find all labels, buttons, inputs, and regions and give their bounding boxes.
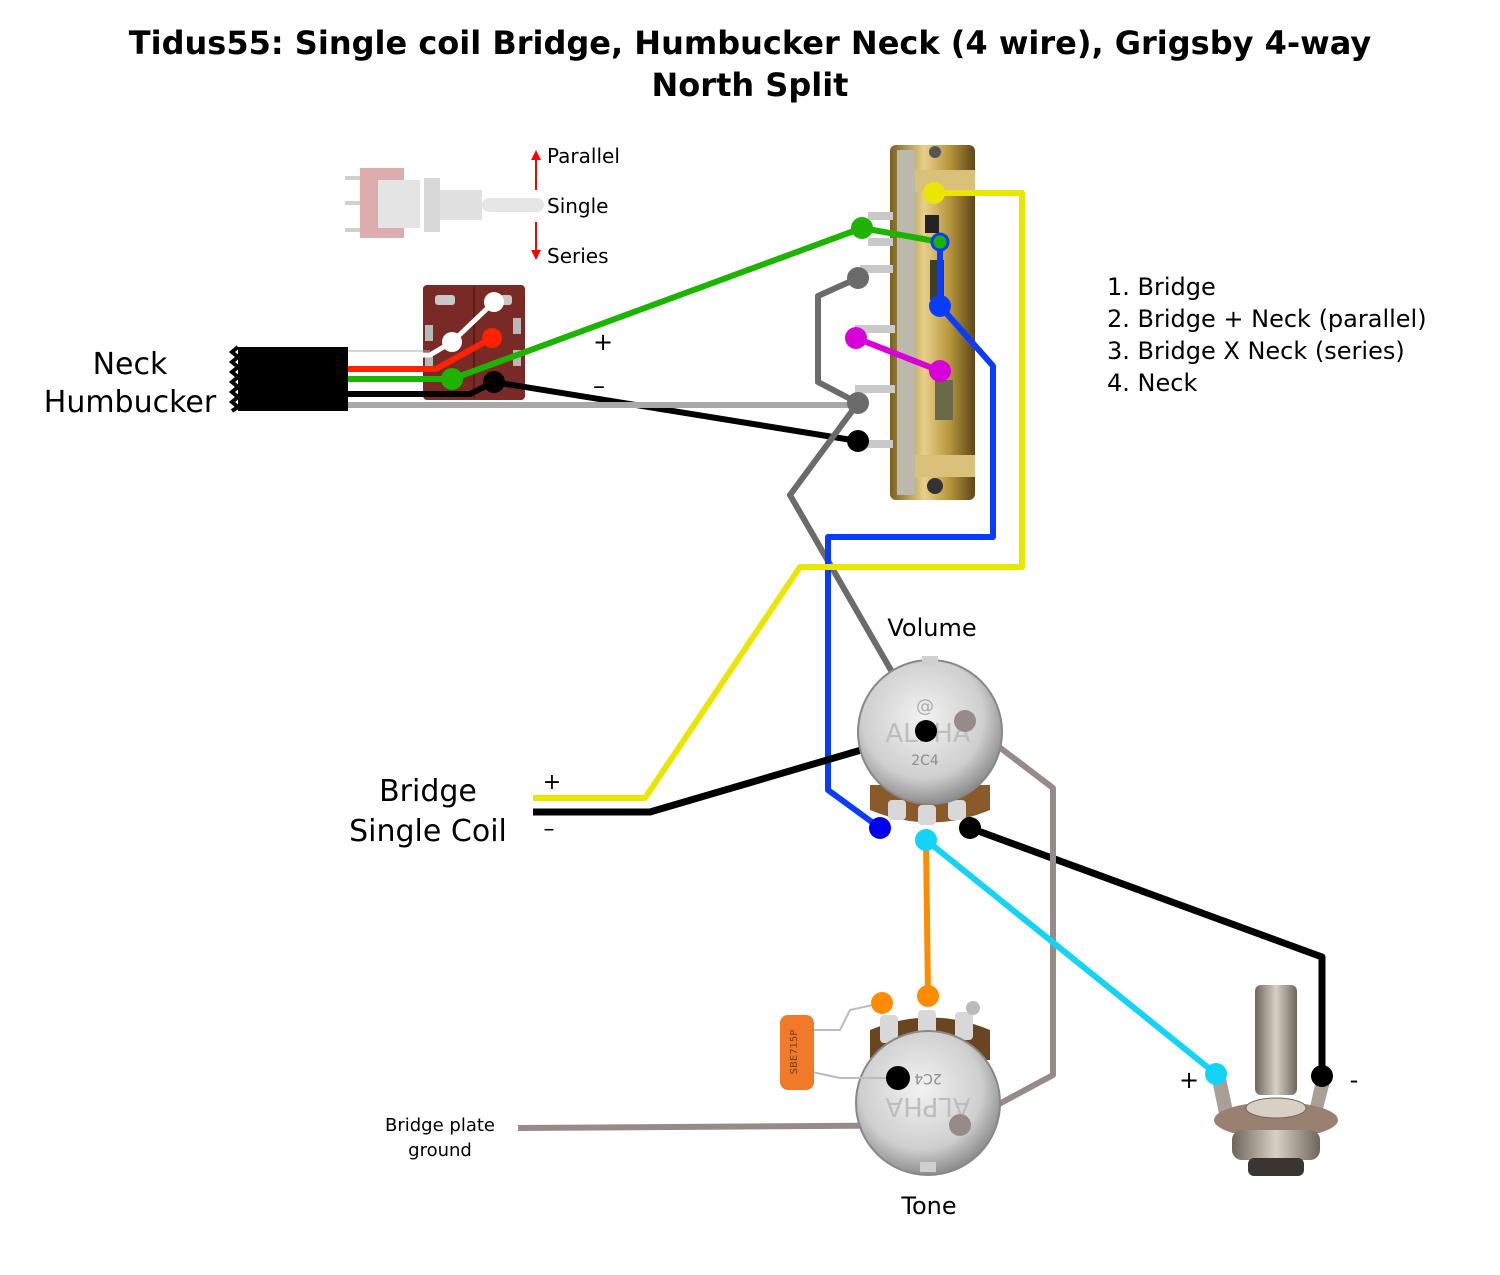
- bridge-single-coil-label-line-2: Single Coil: [349, 814, 507, 849]
- neck-humbucker-label-line-2: Humbucker: [44, 385, 217, 420]
- volume-label: Volume: [887, 614, 976, 642]
- neck-humbucker-cable: [228, 345, 348, 413]
- switch-positions-legend: 1. Bridge 2. Bridge + Neck (parallel) 3.…: [1107, 273, 1427, 397]
- solder-tone-back: [949, 1114, 971, 1136]
- solder-neck-white: [484, 292, 504, 312]
- wire-grey-dark-loop: [815, 275, 860, 406]
- solder-switch-green-blue: [930, 232, 950, 252]
- toggle-label-single: Single: [547, 194, 608, 218]
- bridge-plate-ground-label-line-1: Bridge plate: [385, 1115, 495, 1136]
- wire-grey-dark-to-volume: [787, 401, 929, 733]
- solder-switch-grey-bottom: [847, 392, 869, 414]
- position-1: 1. Bridge: [1107, 273, 1216, 301]
- wire-magenta-jumper: [854, 335, 942, 374]
- neck-minus-label: –: [593, 372, 605, 400]
- output-jack: [1212, 985, 1338, 1176]
- toggle-position-arrows: [531, 150, 541, 260]
- wire-taupe-ground: [517, 718, 1056, 1131]
- solder-switch-yellow: [923, 182, 945, 204]
- tone-pot: ALPHA 2C4: [855, 1001, 1001, 1176]
- bridge-plate-ground-label-line-2: ground: [408, 1140, 472, 1161]
- wire-yellow: [533, 190, 1025, 801]
- solder-tone-lug-1: [871, 992, 893, 1014]
- solder-switch-green: [851, 217, 873, 239]
- wire-orange: [923, 839, 931, 997]
- solder-jack-sleeve: [1311, 1065, 1333, 1087]
- solder-tone-cap: [886, 1066, 910, 1090]
- title-line-2: North Split: [652, 66, 849, 104]
- solder-neck-red: [482, 328, 502, 348]
- jack-minus-label: -: [1350, 1066, 1359, 1094]
- arrow-up-icon: [531, 150, 541, 160]
- solder-volume-back: [954, 710, 976, 732]
- tone-label: Tone: [900, 1192, 956, 1220]
- solder-switch-magenta-1: [845, 327, 867, 349]
- solder-volume-center: [915, 720, 937, 742]
- solder-tone-lug-2: [917, 985, 939, 1007]
- solder-volume-lug-1: [869, 817, 891, 839]
- solder-jack-tip: [1205, 1063, 1227, 1085]
- solder-neck-green: [441, 368, 463, 390]
- neck-humbucker-label-line-1: Neck: [93, 347, 168, 382]
- wire-neck-green: [348, 225, 941, 382]
- solder-volume-lug-2: [915, 829, 937, 851]
- solder-neck-black: [483, 371, 505, 393]
- position-2: 2. Bridge + Neck (parallel): [1107, 305, 1427, 333]
- bridge-plus-label: +: [543, 770, 561, 795]
- volume-pot-code: 2C4: [911, 753, 939, 769]
- toggle-switch-illustration: [345, 168, 544, 238]
- solder-switch-magenta-2: [929, 360, 951, 382]
- position-4: 4. Neck: [1107, 369, 1197, 397]
- wire-cyan: [924, 837, 1218, 1077]
- bridge-minus-label: –: [544, 817, 555, 842]
- tone-pot-code: 2C4: [914, 1070, 942, 1086]
- toggle-label-parallel: Parallel: [547, 144, 620, 168]
- arrow-down-icon: [531, 250, 541, 260]
- jack-plus-label: +: [1179, 1066, 1199, 1094]
- wire-neck-black: [348, 379, 859, 444]
- solder-points: [441, 182, 1333, 1136]
- toggle-label-series: Series: [547, 244, 609, 268]
- position-3: 3. Bridge X Neck (series): [1107, 337, 1405, 365]
- solder-volume-lug-3: [959, 817, 981, 839]
- capacitor-marking: SBE715P: [789, 1030, 800, 1075]
- solder-switch-black: [847, 430, 869, 452]
- solder-neck-white-2: [442, 332, 462, 352]
- solder-switch-grey-top: [847, 267, 869, 289]
- wire-neck-white: [348, 300, 496, 358]
- bridge-single-coil-label-line-1: Bridge: [379, 774, 477, 809]
- neck-plus-label: +: [593, 328, 613, 356]
- title-line-1: Tidus55: Single coil Bridge, Humbucker N…: [129, 24, 1372, 62]
- svg-text:@: @: [916, 696, 934, 717]
- tone-capacitor: SBE715P: [780, 1002, 898, 1090]
- wire-neck-red: [348, 335, 494, 372]
- solder-switch-blue: [929, 295, 951, 317]
